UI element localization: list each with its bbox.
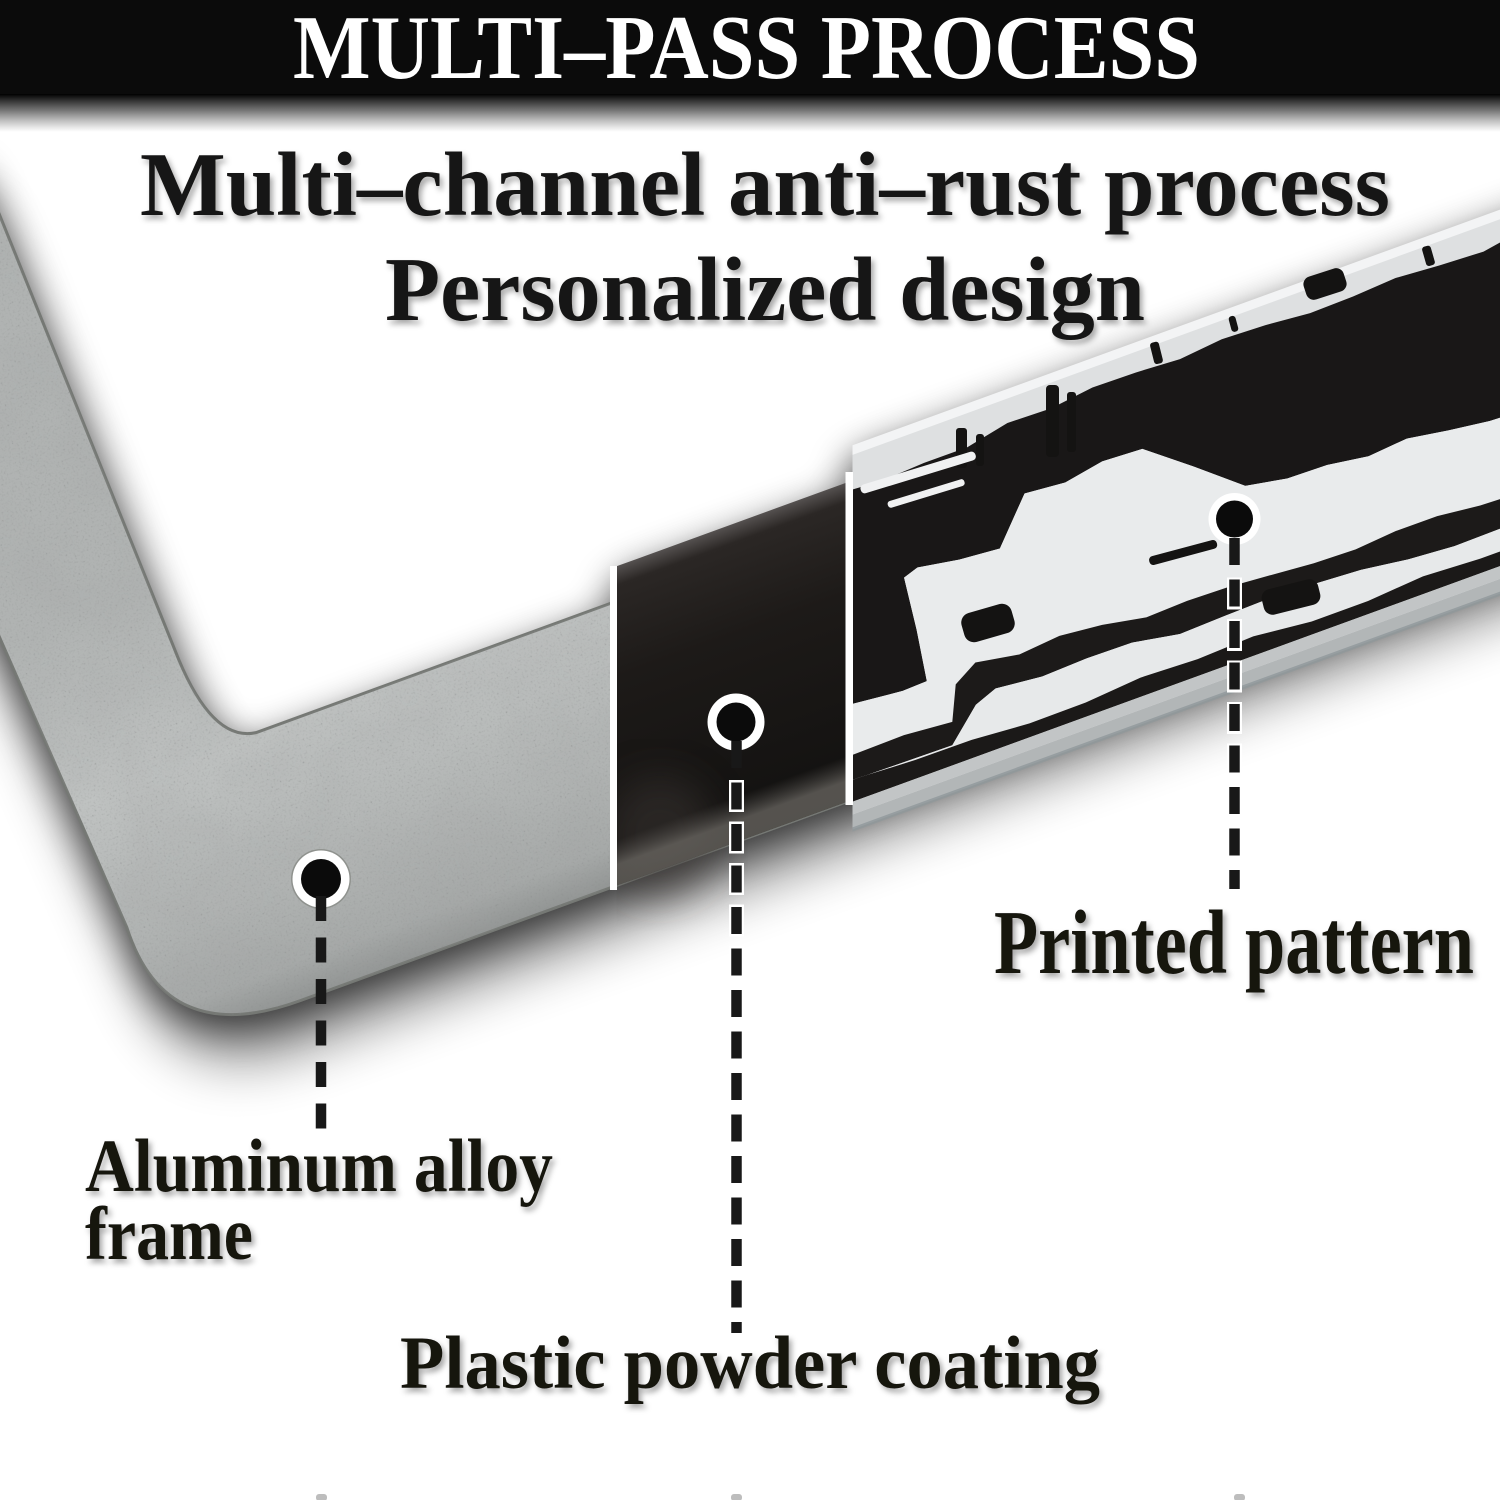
svg-text:Multi–channel anti–rust proces: Multi–channel anti–rust process: [140, 134, 1390, 235]
svg-text:frame: frame: [85, 1193, 253, 1276]
svg-text:Aluminum alloy: Aluminum alloy: [85, 1125, 553, 1208]
svg-text:MULTI–PASS PROCESS: MULTI–PASS PROCESS: [293, 0, 1200, 98]
svg-text:Personalized design: Personalized design: [385, 239, 1145, 340]
svg-text:Printed pattern: Printed pattern: [994, 892, 1474, 993]
svg-text:Plastic powder coating: Plastic powder coating: [400, 1322, 1100, 1405]
